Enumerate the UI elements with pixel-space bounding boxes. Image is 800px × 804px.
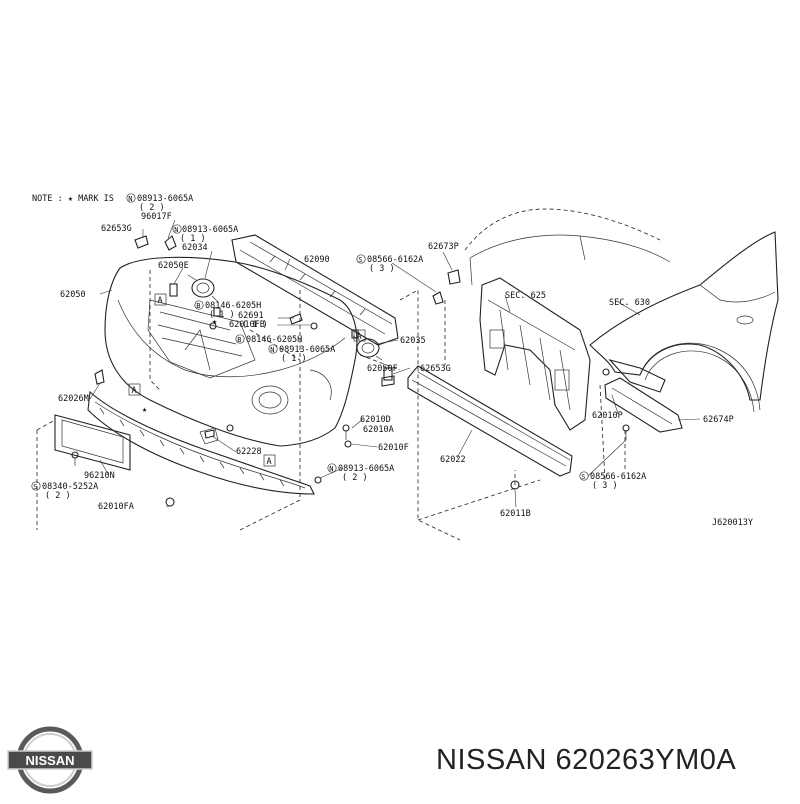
label-62691: 62691 <box>238 311 264 321</box>
svg-text:S: S <box>358 256 362 264</box>
front-bumper-fascia <box>104 256 358 447</box>
marker-a-1: A <box>154 293 167 306</box>
svg-text:N: N <box>128 195 132 203</box>
label-qty-1d: ( 1 ) <box>281 354 307 364</box>
label-qty-1c: ( 1 ) <box>242 320 268 330</box>
label-62050: 62050 <box>60 290 86 300</box>
n-symbol-1: N <box>172 224 182 234</box>
n-symbol-2: N <box>268 344 278 354</box>
svg-text:A: A <box>357 332 362 342</box>
label-62035: 62035 <box>400 336 426 346</box>
marker-a-2: A <box>353 329 366 342</box>
label-qty-2a: ( 2 ) <box>45 491 71 501</box>
logo-lettering: NISSAN <box>25 753 74 768</box>
label-62673p: 62673P <box>428 242 459 252</box>
front-fender <box>589 231 779 413</box>
fog-lamp-bracket-left <box>187 274 219 303</box>
svg-text:A: A <box>158 296 163 306</box>
s-symbol-3: S <box>579 471 589 481</box>
label-qty-3b: ( 3 ) <box>592 481 618 491</box>
label-08913-6065a-3: 08913-6065A <box>338 464 394 474</box>
license-plate-bracket <box>54 414 131 471</box>
label-sec630: SEC. 630 <box>609 298 650 308</box>
diagram-code: J620013Y <box>712 518 753 528</box>
label-62010a: 62010A <box>363 425 394 435</box>
label-62653g-top: 62653G <box>101 224 132 234</box>
label-08566-6162a-2: 08566-6162A <box>590 472 646 482</box>
part-number-caption: NISSAN 620263YM0A <box>436 744 737 776</box>
assembly-dashed-lines <box>36 270 626 541</box>
s-symbol-1: S <box>31 481 41 491</box>
label-qty-3a: ( 3 ) <box>369 264 395 274</box>
svg-text:N: N <box>174 226 178 234</box>
label-62674p: 62674P <box>703 415 734 425</box>
svg-text:S: S <box>581 473 585 481</box>
label-62010fa: 62010FA <box>98 502 134 512</box>
label-62010d: 62010D <box>360 415 391 425</box>
svg-text:B: B <box>237 336 241 344</box>
note-text: NOTE : ★ MARK IS <box>32 194 114 204</box>
s-symbol-2: S <box>356 254 366 264</box>
radiator-core-support <box>479 277 591 431</box>
star-marker-2: ★ <box>142 405 147 415</box>
label-08146-6205h-1: 08146-6205H <box>205 301 261 311</box>
label-62010fb: 62010FB <box>229 320 265 330</box>
label-08340-5252a: 08340-5252A <box>42 482 98 492</box>
marker-a-3: A <box>128 383 141 396</box>
label-62010f: 62010F <box>378 443 409 453</box>
label-96210n: 96210N <box>84 471 115 481</box>
label-08913-6065a-1: 08913-6065A <box>182 225 238 235</box>
fasteners <box>71 235 630 507</box>
svg-text:A: A <box>267 457 272 467</box>
svg-text:A: A <box>132 386 137 396</box>
svg-text:N: N <box>329 465 333 473</box>
label-qty-1b: ( 1 ) <box>209 310 235 320</box>
label-sec625: SEC. 625 <box>505 291 546 301</box>
label-62653g-mid: 62653G <box>420 364 451 374</box>
note-qty: ( 2 ) <box>139 203 165 213</box>
body-reference-outline <box>464 208 671 286</box>
label-62050f: 62050F <box>367 364 398 374</box>
lower-lip-spoiler <box>87 390 315 495</box>
label-62011b: 62011B <box>500 509 531 519</box>
star-marker-1: ★ <box>212 317 217 327</box>
label-96017f: 96017F <box>141 212 172 222</box>
marker-a-4: A <box>263 454 276 467</box>
label-62050e: 62050E <box>158 261 189 271</box>
svg-text:N: N <box>270 346 274 354</box>
energy-absorber <box>231 234 399 346</box>
leader-lines <box>89 219 701 508</box>
label-62026m: 62026M <box>58 394 89 404</box>
label-08146-6205h-2: 08146-6205H <box>246 335 302 345</box>
label-08913-6065a-2: 08913-6065A <box>279 345 335 355</box>
label-qty-2b: ( 2 ) <box>342 473 368 483</box>
note-n-symbol: N <box>126 193 136 203</box>
label-62034: 62034 <box>182 243 208 253</box>
nissan-logo: NISSAN <box>7 726 93 794</box>
label-62010p: 62010P <box>592 411 623 421</box>
b-symbol-1: B <box>194 300 204 310</box>
label-08566-6162a-1: 08566-6162A <box>367 255 423 265</box>
bumper-reinforcement <box>407 365 573 477</box>
label-qty-1a: ( 1 ) <box>180 234 206 244</box>
label-62022: 62022 <box>440 455 466 465</box>
label-62090: 62090 <box>304 255 330 265</box>
fender-bracket <box>604 358 683 433</box>
n-symbol-3: N <box>327 463 337 473</box>
b-symbol-2: B <box>235 334 245 344</box>
label-62228: 62228 <box>236 447 262 457</box>
note-ref: 08913-6065A <box>137 194 193 204</box>
svg-text:S: S <box>33 483 37 491</box>
svg-text:B: B <box>196 302 200 310</box>
